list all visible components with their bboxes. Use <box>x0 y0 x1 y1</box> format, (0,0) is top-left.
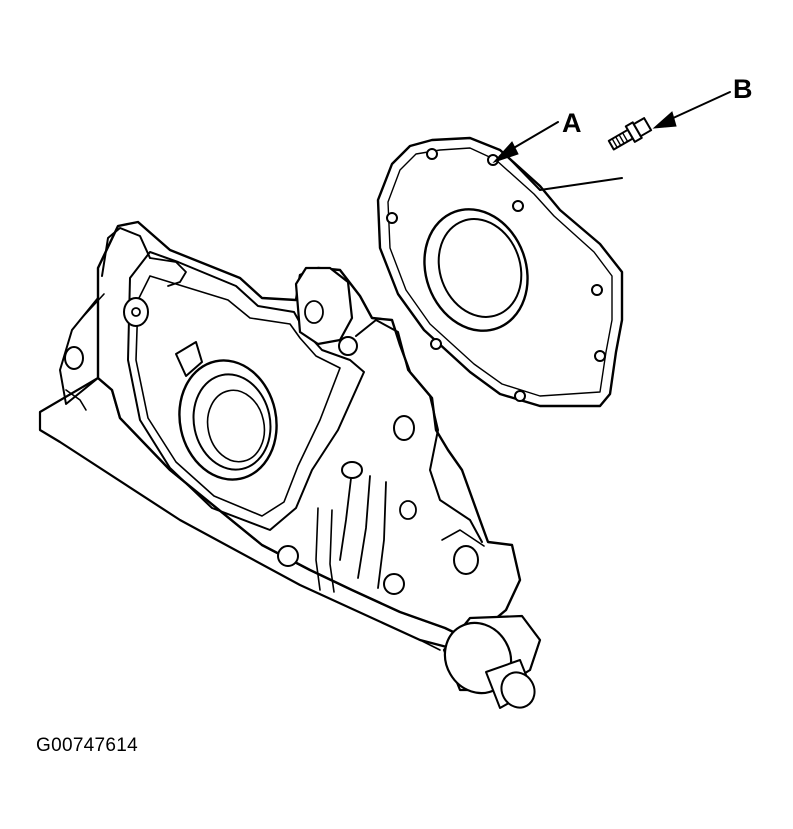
callout-arrow-a <box>492 121 623 191</box>
callout-label-a: A <box>562 108 582 138</box>
bolt <box>607 117 653 151</box>
front-cover-housing <box>38 220 542 709</box>
callout-arrow-b <box>652 91 731 129</box>
gasket-plate <box>376 136 624 408</box>
figure-id: G00747614 <box>36 735 139 756</box>
callout-label-b: B <box>733 74 753 104</box>
